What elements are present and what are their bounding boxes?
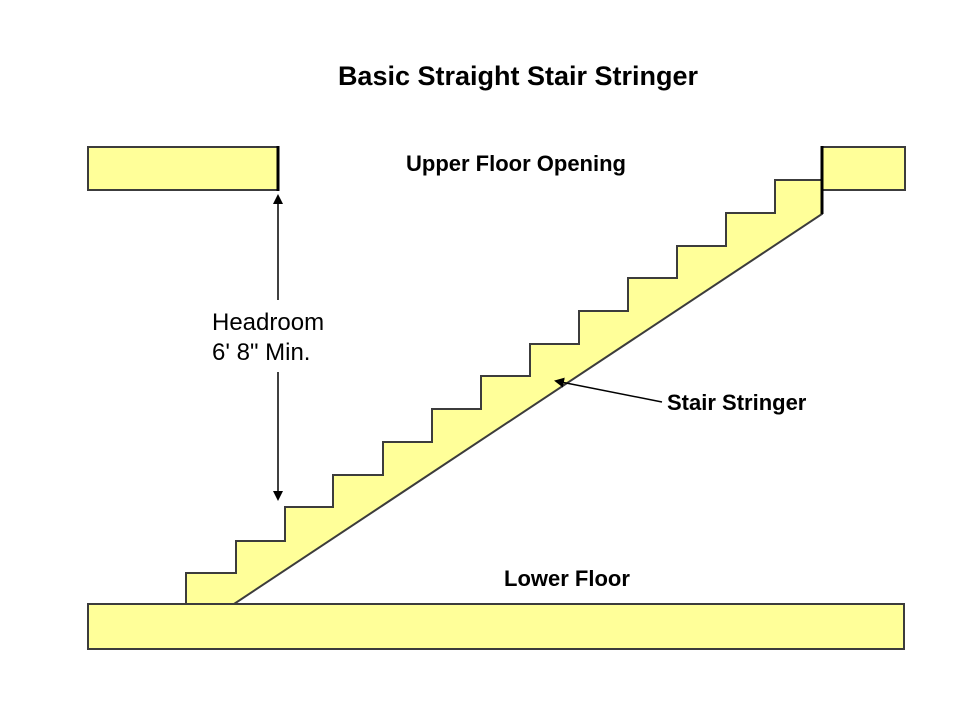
upper-floor-slab-left xyxy=(87,146,279,191)
headroom-label-line1: Headroom xyxy=(212,309,325,336)
upper-floor-opening-label: Upper Floor Opening xyxy=(406,151,626,176)
lower-floor-label: Lower Floor xyxy=(504,566,630,591)
stair-stringer-label: Stair Stringer xyxy=(667,390,807,415)
stringer-leader-arrow xyxy=(554,377,663,403)
lower-floor-slab xyxy=(87,603,905,650)
stair-stringer xyxy=(185,179,823,605)
upper-floor-slab-right xyxy=(821,146,906,191)
headroom-label-line2: 6' 8" Min. xyxy=(212,339,311,366)
diagram-title: Basic Straight Stair Stringer xyxy=(337,61,699,91)
headroom-label: Headroom 6' 8" Min. xyxy=(212,308,324,368)
